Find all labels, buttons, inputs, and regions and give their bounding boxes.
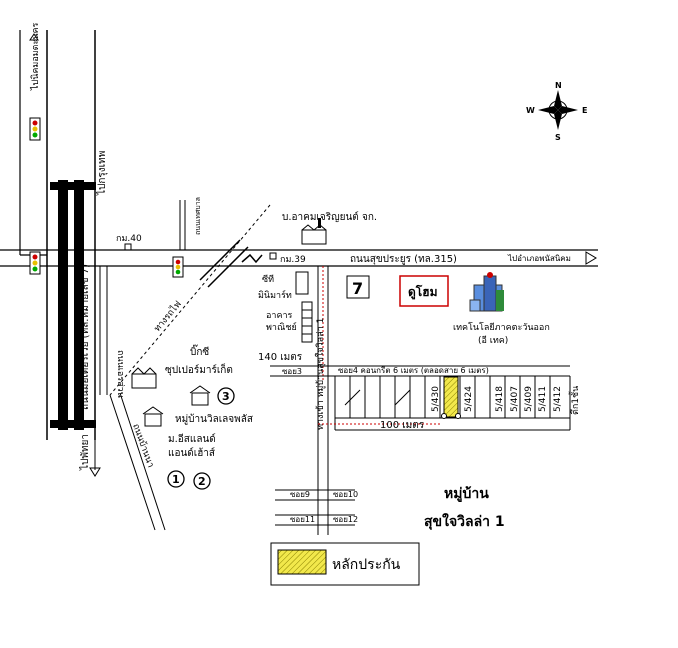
minimart-label: มินิมาร์ท <box>258 289 292 301</box>
plot-label: 5/409 <box>524 386 534 412</box>
commercial-label-2: พาณิชย์ <box>266 321 297 333</box>
local-road-left-label: ถนนเอรส่วน <box>115 350 125 398</box>
soi10-label: ซอย10 <box>333 490 358 499</box>
railway-label: ทางรถไฟ <box>152 299 184 334</box>
highway <box>46 30 96 440</box>
tech-sub-label: (อี เทค) <box>478 335 508 346</box>
circle-marker-3 <box>217 387 235 405</box>
plot-label: 5/407 <box>510 386 520 412</box>
compass-w: W <box>526 106 535 115</box>
road-to-pattaya <box>119 392 166 531</box>
plot-label: 5/418 <box>495 386 505 412</box>
traffic-light-icon <box>172 256 184 278</box>
break-symbol <box>241 253 263 264</box>
commercial-building <box>301 301 313 343</box>
north-arrow-left <box>29 33 39 41</box>
plot-label: 5/411 <box>538 386 548 412</box>
legend-swatch <box>277 549 327 575</box>
circle-1-label: 1 <box>172 473 180 486</box>
village-title-line1: หมู่บ้าน <box>444 486 489 502</box>
commercial-label-1: อาคาร <box>266 311 293 321</box>
dohome-box <box>399 275 449 307</box>
village-title-line2: สุขใจวิลล่า 1 <box>424 512 505 530</box>
local-road-top <box>179 200 186 250</box>
traffic-light-icon <box>29 117 41 141</box>
to-bangkok-label: ไปกรุงเทพ <box>96 151 108 196</box>
local-road-top-label: ถนนเทศบาล <box>194 197 202 235</box>
seven-eleven-icon <box>346 275 370 299</box>
island-label-1: ม.อีสแลนด์ <box>168 433 216 445</box>
soi3-label: ซอย3 <box>282 367 302 376</box>
soi9-label: ซอย9 <box>290 490 310 499</box>
plot-label: 5/430 <box>431 386 441 412</box>
bigc-label: บิ๊กซี <box>190 344 209 358</box>
circle-3-label: 3 <box>222 390 230 403</box>
soi11-label: ซอย11 <box>290 515 315 524</box>
traffic-light-icon <box>29 251 41 275</box>
plot-label: 5/412 <box>553 386 563 412</box>
soi4-label: ซอย4 คอนกรีต 6 เมตร (ตลอดสาย 6 เมตร) <box>338 366 489 375</box>
highway-label: ถนนมอเตอร์เวย์ (ทล.หมายเลข 7) <box>79 264 91 410</box>
km39-label: กม.39 <box>280 255 306 265</box>
plot-label: 5/424 <box>464 386 474 412</box>
to-pattaya-label: ไปพัทยา <box>79 434 91 471</box>
ct-label: ซีที <box>262 274 274 285</box>
road-to-pattaya <box>109 394 156 531</box>
to-panat-label: ไปอำเภอพนัสนิคม <box>507 254 571 263</box>
to-top-left-label: ไปนิคมอมตะนคร <box>30 22 41 91</box>
island-house-icon <box>142 406 164 427</box>
circle-2-label: 2 <box>198 475 206 488</box>
main-road-label: ถนนสุขประยูร (ทล.315) <box>350 254 457 265</box>
factory-icon <box>301 218 327 245</box>
south-arrow-left <box>89 467 101 477</box>
factory-label: บ.อาคมเจริญยนต์ จก. <box>282 211 377 223</box>
distance-140-label: 140 เมตร <box>258 352 303 363</box>
village-icon <box>189 385 211 406</box>
km40-marker <box>124 243 132 251</box>
tech-label: เทคโนโลยีภาคตะวันออก <box>453 322 550 333</box>
plot-grid <box>334 376 571 431</box>
railway-line <box>109 204 271 396</box>
seven-eleven-label: 7 <box>352 279 363 298</box>
compass-n: N <box>555 81 562 90</box>
legend-label: หลักประกัน <box>332 557 401 573</box>
km40-label: กม.40 <box>116 234 142 244</box>
railway-crossing <box>199 239 241 281</box>
supermarket-label: ซุปเปอร์มาร์เก็ต <box>165 362 233 376</box>
island-label-2: แอนด์เฮ้าส์ <box>168 447 215 459</box>
circle-marker-1 <box>167 470 185 488</box>
distance-100-label: 100 เมตร <box>380 420 425 431</box>
km39-marker <box>269 252 277 260</box>
compass-s: S <box>555 133 561 142</box>
village-plus-label: หมู่บ้านวิลเลจพลัส <box>175 413 253 425</box>
plot-label: ตึก1ชั้น <box>568 386 581 415</box>
circle-marker-2 <box>193 472 211 490</box>
railway-crossing <box>207 246 249 288</box>
compass-icon <box>538 90 578 130</box>
collateral-plot <box>443 376 459 418</box>
dohome-label: ดูโฮม <box>408 284 437 300</box>
soi12-label: ซอย12 <box>333 515 358 524</box>
soi-road-label: ทางเข้า หมู่บ้านสุขใจวิลล่า 1 <box>315 318 326 430</box>
compass-e: E <box>582 106 587 115</box>
college-icon <box>469 272 504 312</box>
minimart-building <box>295 271 309 295</box>
supermarket-icon <box>131 367 157 389</box>
